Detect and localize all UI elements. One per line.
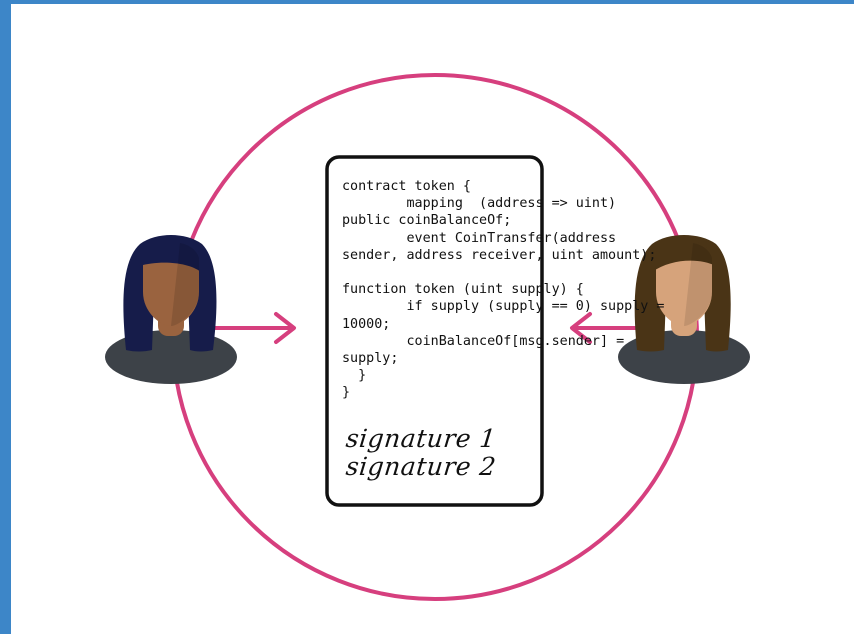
code-line: 10000; [342, 316, 391, 332]
signature-2: signature 2 [344, 452, 498, 481]
person-avatar-icon [618, 235, 750, 384]
code-line: public coinBalanceOf; [342, 213, 512, 229]
code-line: sender, address receiver, uint amount); [342, 247, 657, 263]
contract-document [325, 155, 544, 507]
code-line: } [342, 385, 351, 401]
code-line: if supply (supply == 0) supply = [342, 299, 665, 315]
arrow-right-icon [208, 312, 296, 344]
code-line: mapping (address => uint) [342, 196, 617, 212]
code-line: event CoinTransfer(address [342, 230, 617, 246]
code-line: contract token { [342, 179, 471, 194]
person-avatar-icon [105, 235, 237, 384]
code-line [342, 264, 538, 281]
contract-code: contract token { mapping (address => uin… [342, 178, 665, 428]
code-line: function token (uint supply) { [342, 282, 584, 298]
code-line: coinBalanceOf[msg.sender] = [342, 333, 625, 349]
signature-1: signature 1 [344, 424, 498, 453]
code-line: supply; [342, 350, 399, 366]
code-line: } [342, 368, 367, 384]
